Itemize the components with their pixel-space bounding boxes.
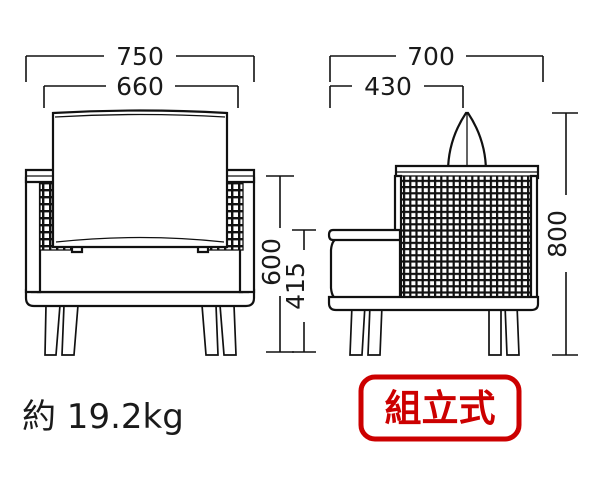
front-frame-left [24, 176, 42, 294]
side-panel-post-right [529, 174, 539, 300]
side-legs [349, 304, 520, 356]
front-base-rail [24, 288, 256, 308]
dim-label-800: 800 [543, 210, 572, 258]
dim-label-750: 750 [116, 42, 164, 71]
side-dimension-430: 430 [329, 72, 464, 108]
dim-label-600: 600 [257, 238, 286, 286]
side-seat-cushion [329, 236, 402, 302]
badge-border [358, 374, 522, 442]
side-dimension-700: 700 [329, 42, 544, 82]
assembly-required-badge: 組立式 [358, 374, 522, 442]
badge-label: 組立式 [385, 387, 496, 430]
side-mesh-panel [399, 176, 533, 298]
dim-label-700: 700 [407, 42, 455, 71]
front-dimension-415: 415 [281, 229, 316, 353]
front-dimension-750: 750 [25, 42, 255, 82]
front-dimension-600: 600 [257, 175, 294, 353]
side-dimension-800: 800 [543, 112, 578, 356]
front-dimension-660: 660 [43, 72, 239, 108]
dim-label-430: 430 [364, 72, 412, 101]
side-view-chair [327, 111, 540, 356]
side-arm-top [327, 228, 402, 242]
weight-label: 約 19.2kg [22, 397, 184, 437]
dim-label-415: 415 [281, 262, 310, 310]
side-base-rail [327, 295, 540, 312]
front-backrest-cushion [51, 109, 229, 249]
front-view-chair [24, 109, 256, 356]
dim-label-660: 660 [116, 72, 164, 101]
